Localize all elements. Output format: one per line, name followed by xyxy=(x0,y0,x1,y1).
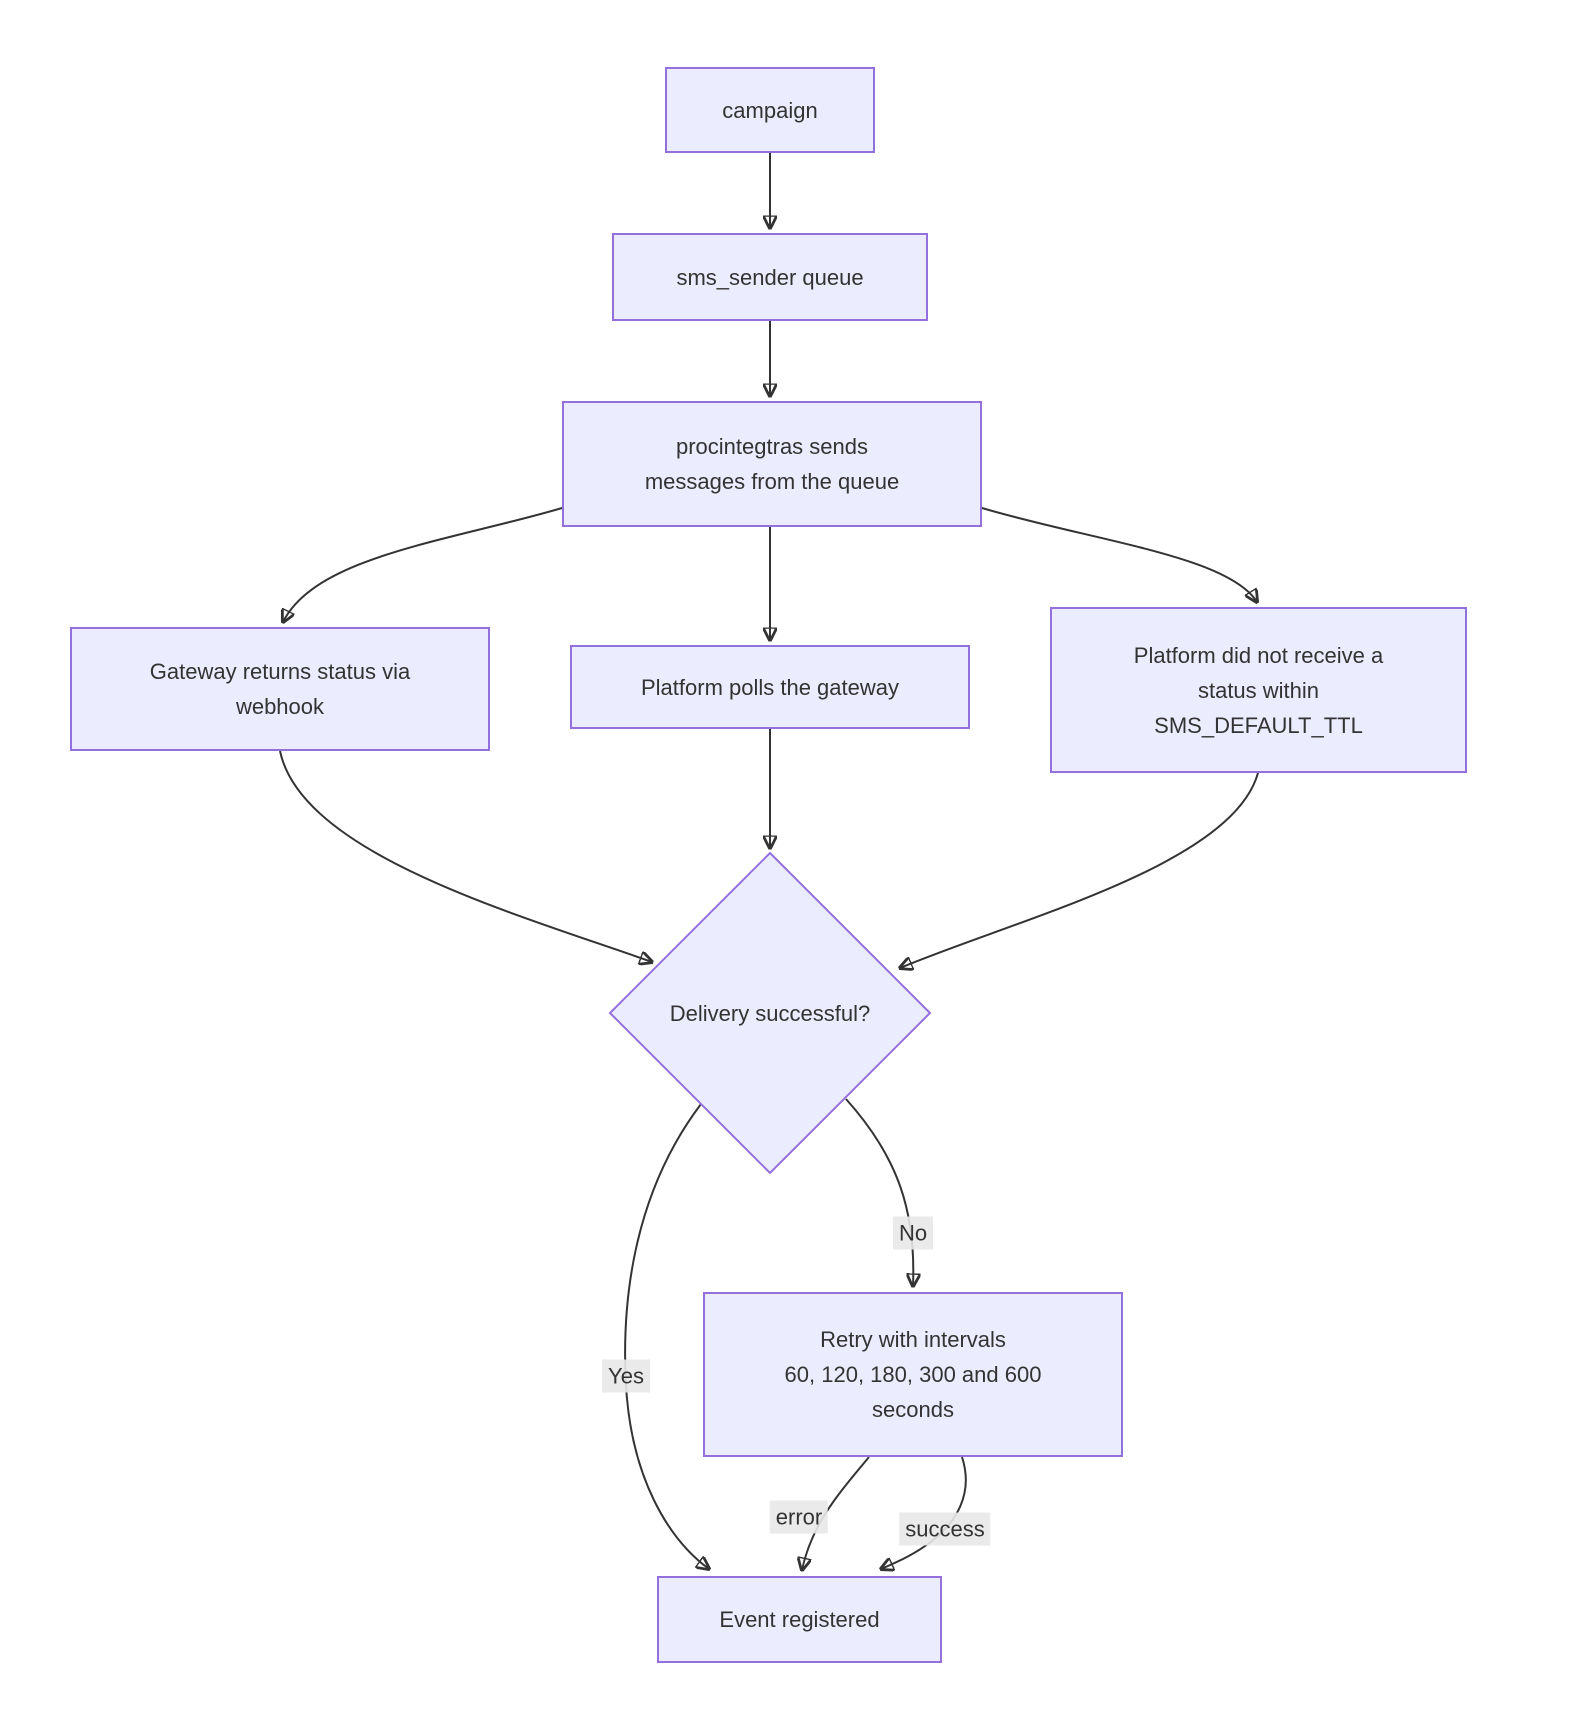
edge-decision-to-retry-no xyxy=(845,1098,913,1286)
node-platform-polls-label: Platform polls the gateway xyxy=(640,674,900,700)
node-platform-polls: Platform polls the gateway xyxy=(570,645,970,729)
node-gateway-webhook: Gateway returns status via webhook xyxy=(70,627,490,751)
node-sms-sender-queue: sms_sender queue xyxy=(612,233,928,321)
edge-decision-to-event-yes xyxy=(624,1103,709,1569)
node-campaign-label: campaign xyxy=(722,97,818,123)
node-retry-intervals-label: Retry with intervals 60, 120, 180, 300 a… xyxy=(784,1327,1042,1422)
edge-label-success: success xyxy=(899,1512,991,1546)
node-procintegtras-sends-label: procintegtras sends messages from the qu… xyxy=(644,434,900,494)
node-procintegtras-sends: procintegtras sends messages from the qu… xyxy=(562,401,982,527)
node-event-registered-label: Event registered xyxy=(719,1607,880,1632)
edge-retry-to-event-error xyxy=(802,1456,870,1570)
edge-webhook-to-decision xyxy=(279,750,652,962)
node-event-registered: Event registered xyxy=(657,1576,942,1663)
node-platform-ttl: Platform did not receive a status within… xyxy=(1050,607,1467,773)
node-retry-intervals: Retry with intervals 60, 120, 180, 300 a… xyxy=(703,1292,1123,1457)
node-gateway-webhook-label: Gateway returns status via webhook xyxy=(149,659,411,719)
edge-label-error: error xyxy=(769,1500,829,1534)
decision-diamond-shape xyxy=(608,851,932,1175)
node-campaign: campaign xyxy=(665,67,875,153)
node-sms-sender-queue-label: sms_sender queue xyxy=(676,264,864,290)
edge-process-to-ttl xyxy=(981,507,1257,602)
edge-label-yes: Yes xyxy=(602,1359,650,1393)
edge-ttl-to-decision xyxy=(900,772,1259,968)
node-delivery-successful: Delivery successful? xyxy=(640,993,900,1033)
edge-process-to-webhook xyxy=(283,507,563,622)
node-delivery-successful-label: Delivery successful? xyxy=(669,1000,871,1026)
node-platform-ttl-label: Platform did not receive a status within… xyxy=(1133,642,1384,738)
edge-label-no: No xyxy=(892,1216,934,1250)
